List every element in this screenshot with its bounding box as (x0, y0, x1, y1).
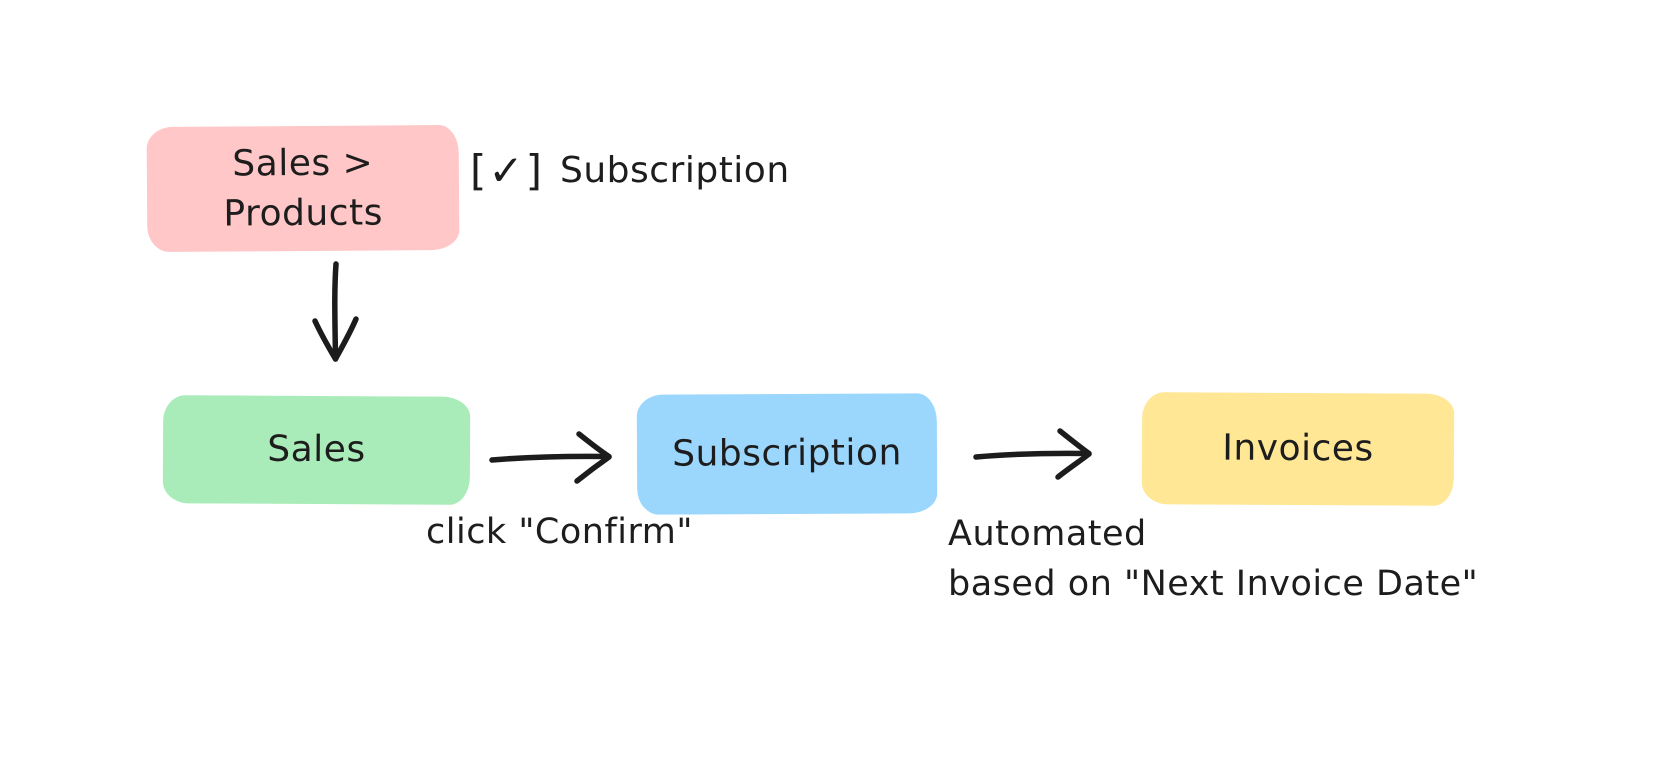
subscription-checkbox-annotation: [✓] Subscription (470, 146, 790, 195)
node-sales-products: Sales > Products (146, 124, 460, 253)
node-subscription-label: Subscription (672, 432, 902, 475)
node-sales-products-label: Sales > Products (223, 142, 384, 235)
arrow-down-icon (303, 258, 369, 370)
node-sales: Sales (162, 395, 471, 505)
annotation-automated-invoicing: Automated based on "Next Invoice Date" (948, 514, 1479, 604)
node-sales-label: Sales (267, 428, 366, 471)
node-invoices-label: Invoices (1222, 427, 1374, 470)
subscription-checkbox-label: Subscription (559, 150, 790, 191)
annotation-click-confirm: click "Confirm" (426, 512, 693, 552)
checked-checkbox-icon: [✓] (470, 146, 544, 195)
node-subscription: Subscription (636, 393, 938, 515)
node-invoices: Invoices (1141, 392, 1455, 506)
arrow-right-icon-1 (486, 424, 620, 490)
arrow-right-icon-2 (970, 422, 1100, 486)
